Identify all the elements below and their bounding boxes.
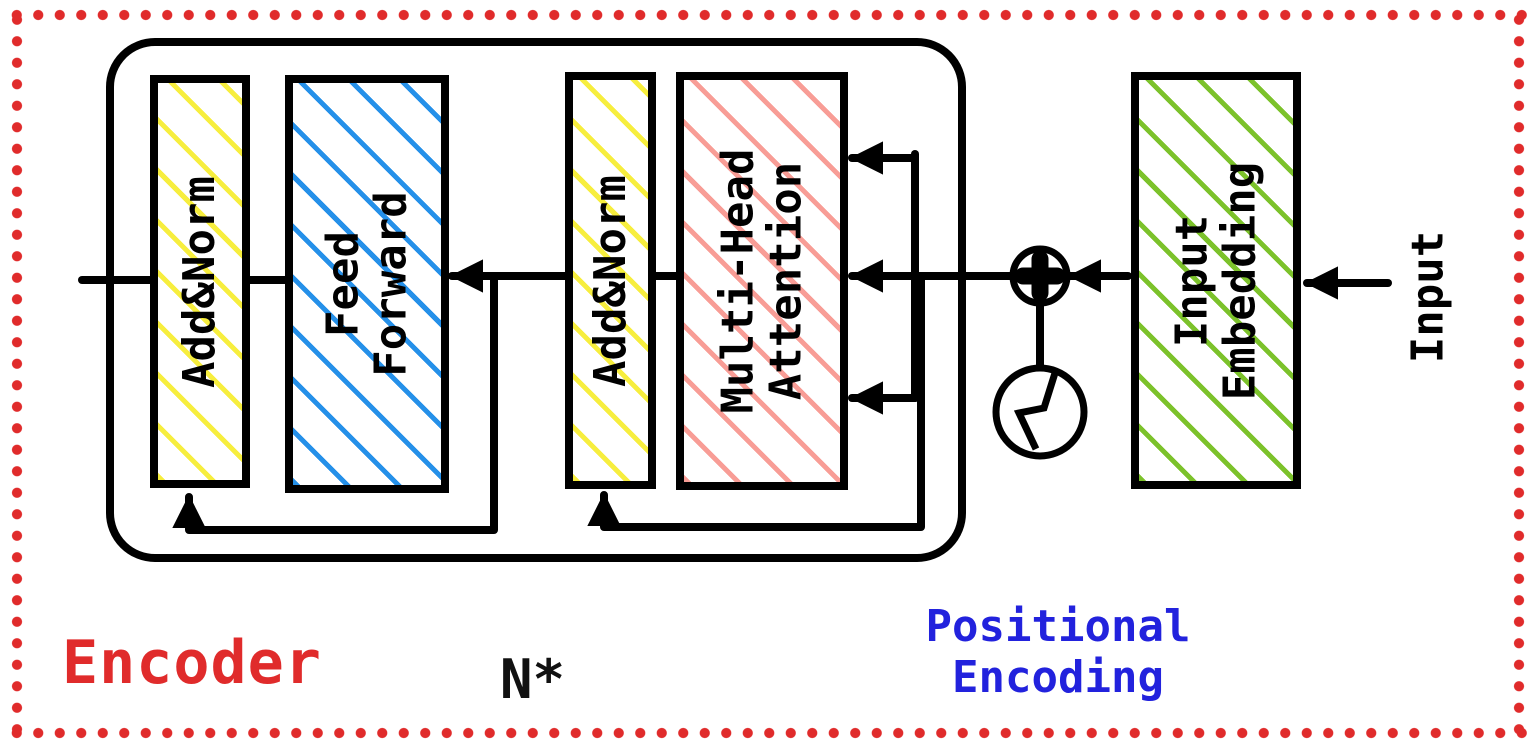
encoder-loop-outline xyxy=(106,38,966,562)
repeat-count-label: N* xyxy=(500,648,566,711)
multi-head-attention-block: Multi-Head Attention xyxy=(676,72,848,490)
input-embedding-block: Input Embedding xyxy=(1131,72,1301,489)
residual-connection-attention xyxy=(587,272,925,531)
dotted-frame-bottom xyxy=(6,727,1530,739)
add-norm-2-label: Add&Norm xyxy=(584,174,636,387)
input-label: Input xyxy=(1402,230,1454,364)
input-embedding-label: Input Embedding xyxy=(1166,161,1265,400)
add-norm-1-label: Add&Norm xyxy=(174,175,226,388)
add-norm-1-block: Add&Norm xyxy=(150,75,250,488)
positional-encoding-label: Positional Encoding xyxy=(925,601,1191,704)
residual-connection-feedforward xyxy=(172,274,498,534)
circle-wave-icon xyxy=(992,364,1088,460)
dotted-frame-right xyxy=(1513,9,1525,739)
multi-head-attention-label: Multi-Head Attention xyxy=(712,148,811,414)
feed-forward-label: Feed Forward xyxy=(317,191,416,377)
add-norm-2-block: Add&Norm xyxy=(565,72,656,489)
encoder-title: Encoder xyxy=(62,628,322,698)
dotted-frame-top xyxy=(6,9,1530,21)
dotted-frame-left xyxy=(11,9,23,739)
feed-forward-block: Feed Forward xyxy=(285,75,449,493)
circle-plus-icon xyxy=(1009,245,1071,307)
